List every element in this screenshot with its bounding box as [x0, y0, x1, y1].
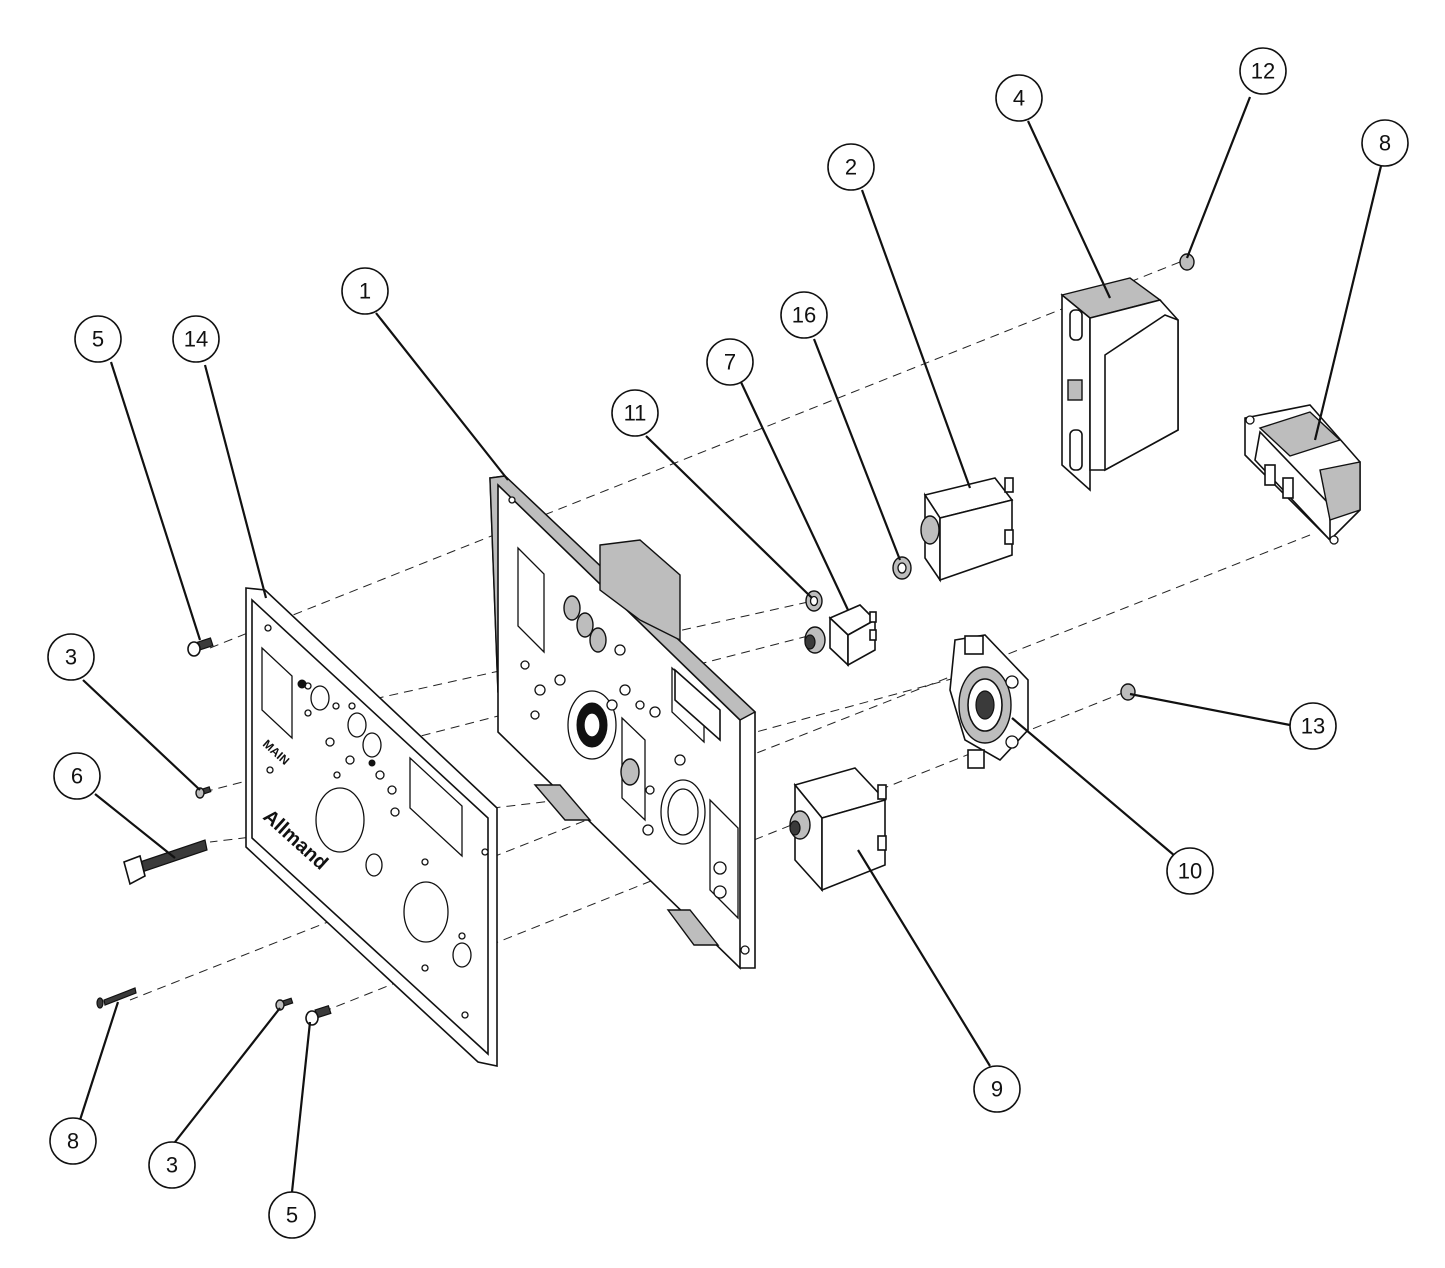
- callout-2: 2: [827, 143, 875, 191]
- main-breaker-part-4: [1060, 277, 1179, 492]
- svg-text:9: 9: [991, 1077, 1003, 1102]
- nut-part-16: [892, 556, 912, 580]
- screw-part-5-lower: [305, 1004, 332, 1026]
- leader-14: [203, 364, 268, 599]
- callout-3-upper: 3: [47, 633, 95, 681]
- twist-lock-receptacle-part-10: [949, 634, 1029, 769]
- back-plate-part-1: [489, 475, 757, 970]
- leader-11: [645, 435, 813, 599]
- leader-1: [375, 312, 509, 481]
- screw-part-3-upper: [195, 786, 212, 799]
- leader-3a: [82, 679, 201, 791]
- screw-part-8-lower: [96, 987, 137, 1009]
- leader-3b: [174, 1007, 281, 1143]
- svg-text:8: 8: [1379, 131, 1391, 156]
- callout-1: 1: [341, 267, 389, 315]
- leader-5a: [109, 361, 202, 641]
- svg-text:11: 11: [624, 401, 647, 426]
- screw-part-3-lower: [275, 997, 294, 1011]
- leader-4: [1027, 120, 1111, 299]
- callout-9: 9: [973, 1065, 1021, 1113]
- nut-part-12: [1179, 253, 1195, 271]
- svg-text:6: 6: [71, 764, 83, 789]
- svg-text:5: 5: [286, 1203, 298, 1228]
- svg-text:13: 13: [1301, 714, 1325, 739]
- leader-6: [94, 793, 176, 859]
- callout-bubbles: 1 2 3 3 4 5 5 6: [47, 47, 1409, 1239]
- bolt-part-6: [123, 839, 208, 886]
- callout-14: 14: [172, 315, 220, 363]
- nut-part-13: [1120, 683, 1136, 701]
- receptacle-part-8: [1244, 404, 1361, 545]
- callout-4: 4: [995, 74, 1043, 122]
- svg-text:16: 16: [792, 303, 816, 328]
- screw-part-5-upper: [187, 637, 214, 657]
- leader-13: [1129, 692, 1291, 727]
- svg-text:7: 7: [724, 350, 736, 375]
- leader-7: [739, 379, 849, 611]
- callout-8-right: 8: [1361, 119, 1409, 167]
- svg-text:12: 12: [1251, 59, 1275, 84]
- svg-text:14: 14: [184, 327, 208, 352]
- leader-9: [857, 849, 991, 1067]
- leader-10: [1011, 717, 1176, 857]
- callout-5-upper: 5: [74, 315, 122, 363]
- hardware-parts: [96, 253, 1195, 1026]
- leader-5b: [290, 1021, 312, 1193]
- callout-6: 6: [53, 752, 101, 800]
- svg-text:8: 8: [67, 1129, 79, 1154]
- front-panel-decal-part-14: MAIN Allmand: [245, 587, 498, 1067]
- callout-5-lower: 5: [268, 1191, 316, 1239]
- svg-text:1: 1: [359, 279, 371, 304]
- leader-2: [860, 189, 972, 489]
- svg-text:4: 4: [1013, 86, 1025, 111]
- axis-line-10: [744, 677, 956, 736]
- svg-text:10: 10: [1178, 859, 1202, 884]
- leader-16: [812, 338, 902, 561]
- callout-7: 7: [706, 338, 754, 386]
- circuit-breaker-part-2: [920, 477, 1014, 583]
- axis-line-12: [209, 261, 1181, 649]
- svg-text:3: 3: [65, 645, 77, 670]
- leader-8a: [1313, 165, 1383, 441]
- callout-10: 10: [1166, 847, 1214, 895]
- callout-3-lower: 3: [148, 1141, 196, 1189]
- push-switch-part-7: [804, 604, 877, 667]
- svg-text:2: 2: [845, 155, 857, 180]
- svg-text:3: 3: [166, 1153, 178, 1178]
- callout-11: 11: [611, 389, 659, 437]
- callout-12: 12: [1239, 47, 1287, 95]
- leader-lines: [78, 96, 1383, 1193]
- callout-13: 13: [1289, 702, 1337, 750]
- callout-16: 16: [780, 291, 828, 339]
- callout-8-left: 8: [49, 1117, 97, 1165]
- svg-text:5: 5: [92, 327, 104, 352]
- leader-8b: [78, 1001, 120, 1121]
- leader-12: [1185, 96, 1252, 259]
